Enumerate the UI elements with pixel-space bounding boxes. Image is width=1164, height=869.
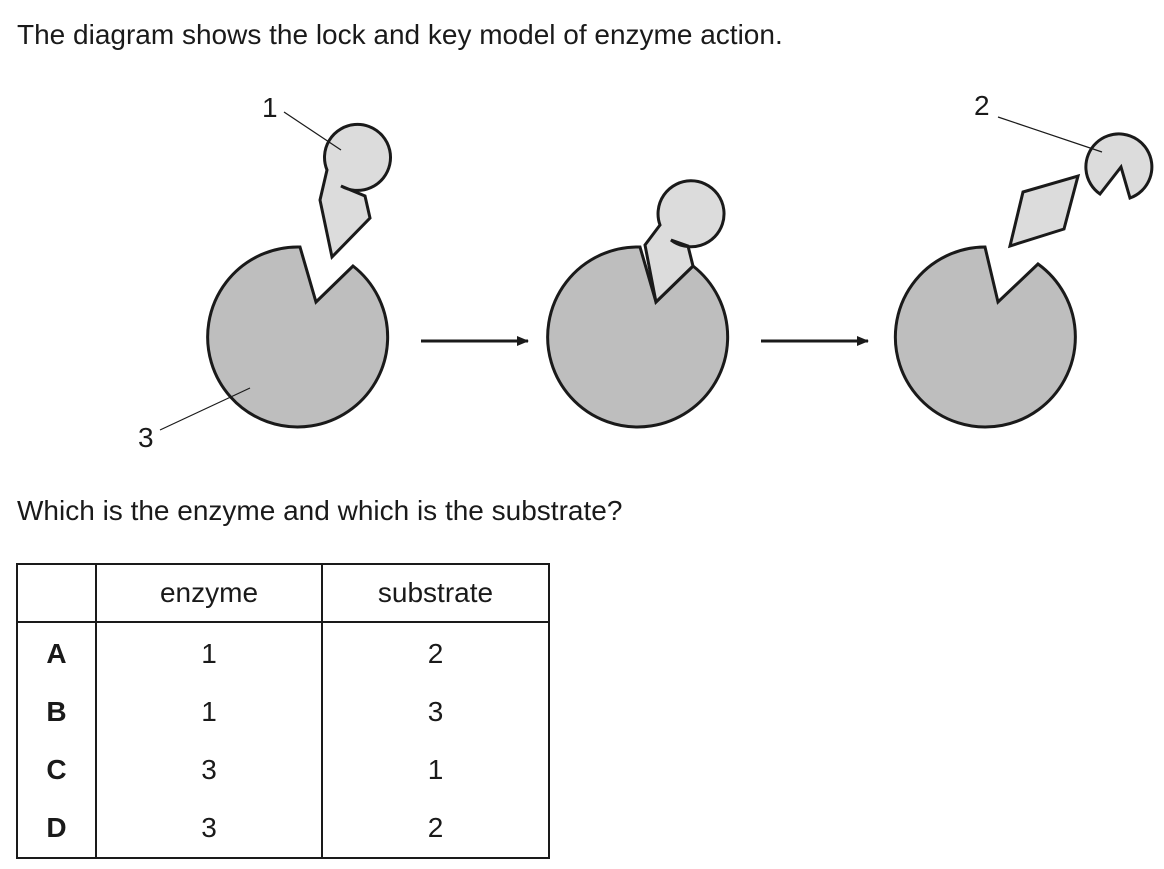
substrate-cell: 3 (427, 696, 444, 727)
product-ball (1084, 132, 1154, 200)
stage-1: 1 3 (138, 92, 392, 453)
stage-2 (546, 179, 730, 429)
stage-3: 2 (893, 90, 1154, 429)
header-substrate: substrate (322, 564, 549, 623)
label-1-leader (283, 111, 342, 151)
table-row[interactable]: A 1 2 (17, 622, 549, 683)
enzyme-stage-3 (893, 245, 1077, 429)
table-row[interactable]: C 3 1 (17, 741, 549, 799)
lock-and-key-diagram: 1 3 2 (138, 90, 1154, 453)
option-letter[interactable]: A (17, 622, 97, 683)
label-1: 1 (262, 92, 278, 123)
enzyme-cell: 1 (96, 622, 323, 683)
table-row[interactable]: D 3 2 (17, 799, 549, 858)
substrate-cell: 2 (427, 638, 444, 669)
enzyme-stage-2 (546, 245, 730, 429)
label-2-leader (997, 116, 1103, 153)
label-3-leader (159, 387, 251, 431)
product-fragment (1007, 173, 1081, 249)
enzyme-cell: 1 (96, 683, 323, 741)
question-text: Which is the enzyme and which is the sub… (17, 495, 623, 526)
substrate-cell: 1 (427, 754, 444, 785)
answer-table: enzyme substrate A 1 2 B 1 3 C 3 1 D 3 2 (16, 563, 550, 859)
label-3: 3 (138, 422, 154, 453)
enzyme-cell: 3 (96, 741, 323, 799)
substrate-stage-2 (643, 179, 726, 306)
option-letter[interactable]: C (17, 741, 97, 799)
label-2: 2 (974, 90, 990, 121)
header-enzyme: enzyme (96, 564, 323, 623)
header-letter (17, 564, 97, 623)
table-row[interactable]: B 1 3 (17, 683, 549, 741)
enzyme-stage-1 (206, 245, 390, 429)
option-letter[interactable]: B (17, 683, 97, 741)
enzyme-cell: 3 (96, 799, 323, 858)
substrate-stage-1 (318, 122, 392, 261)
option-letter[interactable]: D (17, 799, 97, 858)
table-header-row: enzyme substrate (17, 564, 549, 623)
substrate-cell: 2 (427, 812, 444, 843)
intro-text: The diagram shows the lock and key model… (17, 19, 783, 50)
